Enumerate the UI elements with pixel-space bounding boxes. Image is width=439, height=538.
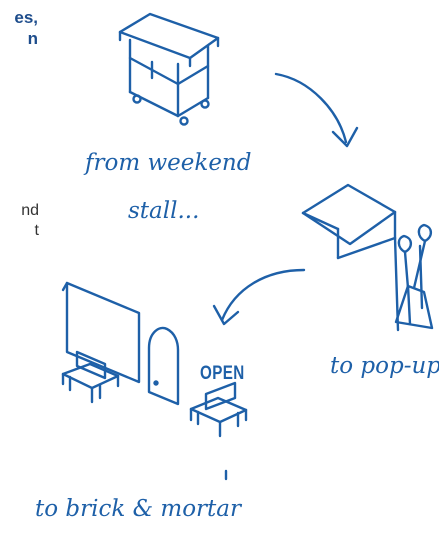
body-line-2: t xyxy=(34,222,39,239)
heading-line-1: es, xyxy=(14,8,38,27)
weekend-stall-cart-icon xyxy=(118,12,220,126)
caption-weekend-stall-line-2: stall... xyxy=(128,198,200,224)
heading-line-2: n xyxy=(27,29,38,48)
arrow-to-shop xyxy=(220,268,306,322)
pop-up-tent-icon xyxy=(301,183,434,332)
heading-fragment: es, n xyxy=(0,7,38,49)
body-text-fragment: nd t xyxy=(0,201,39,241)
arrow-to-popup xyxy=(274,72,348,144)
brick-and-mortar-shop-icon xyxy=(61,281,248,481)
caption-weekend-stall-line-1: from weekend xyxy=(85,150,252,176)
caption-pop-up: to pop-up xyxy=(330,353,439,379)
open-sign-text: OPEN xyxy=(200,363,245,384)
body-line-1: nd xyxy=(21,202,39,219)
caption-brick-and-mortar: to brick & mortar xyxy=(35,496,241,522)
